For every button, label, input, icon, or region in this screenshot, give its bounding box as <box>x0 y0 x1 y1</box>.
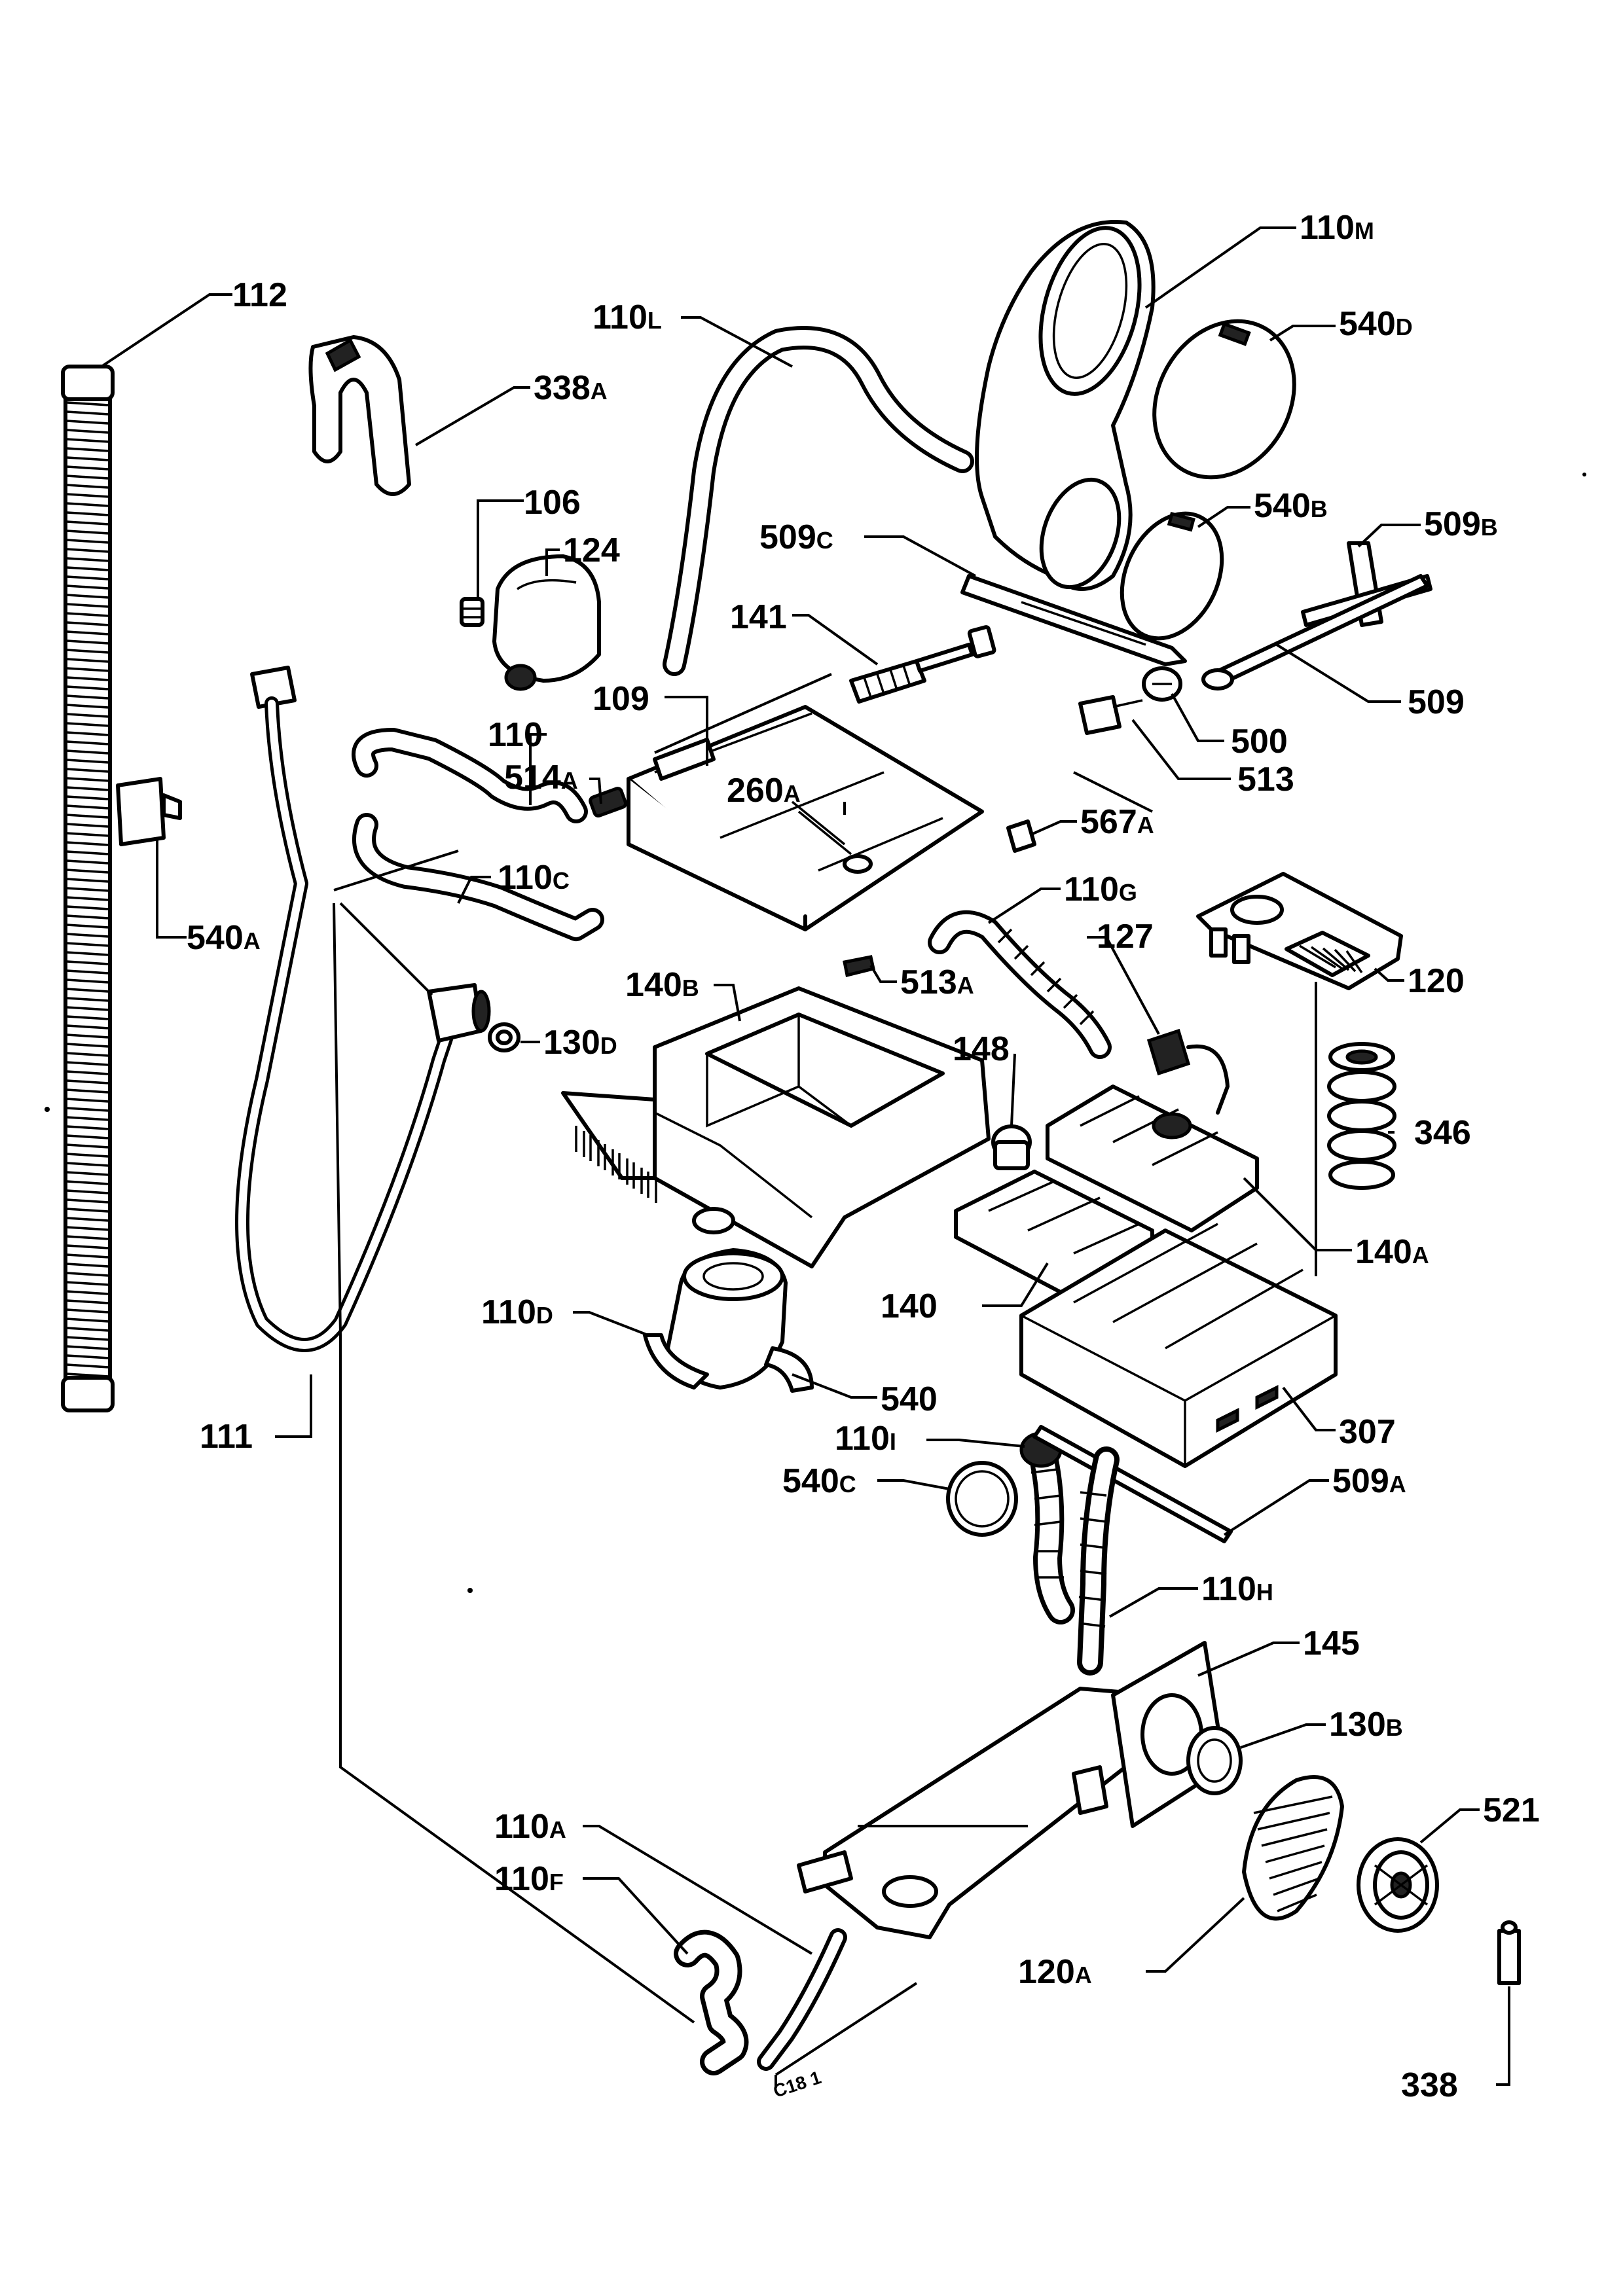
label-540b: 540B <box>1254 487 1328 525</box>
label-141: 141 <box>730 598 787 636</box>
clip-338 <box>1497 1920 1521 1985</box>
clip-513 <box>1078 695 1143 735</box>
knob-148 <box>991 1124 1032 1170</box>
dispenser-plate-109 <box>627 705 984 931</box>
hose-110c <box>352 813 604 941</box>
clamp-ring-540b <box>1120 511 1224 641</box>
label-540: 540 <box>881 1380 938 1418</box>
grille-120a <box>1242 1775 1344 1921</box>
label-110m: 110M <box>1300 209 1374 247</box>
rod-509 <box>1201 574 1429 691</box>
clamp-ring-540c <box>946 1461 1018 1537</box>
label-120: 120 <box>1408 962 1465 1000</box>
scan-dot <box>1582 473 1586 476</box>
hose-110i <box>1019 1431 1075 1624</box>
clip-540a <box>116 777 182 846</box>
label-509a: 509A <box>1332 1462 1406 1500</box>
clamp-ring-540d <box>1152 319 1296 480</box>
hose-110g <box>928 910 1112 1059</box>
scan-dot <box>45 1107 50 1112</box>
label-346: 346 <box>1414 1114 1471 1152</box>
label-521: 521 <box>1483 1791 1540 1829</box>
tab-513a <box>843 955 875 978</box>
scan-dot <box>467 1588 473 1593</box>
label-513: 513 <box>1237 761 1294 798</box>
hose-110f <box>674 1929 749 2075</box>
label-307: 307 <box>1339 1413 1396 1451</box>
label-109: 109 <box>593 680 649 718</box>
part-labels: 110M 540D 112 110L 338A 106 124 540B 509… <box>187 209 1540 2104</box>
label-140: 140 <box>881 1287 938 1325</box>
label-130d: 130D <box>543 1024 617 1062</box>
drawer-140a <box>1046 1085 1259 1232</box>
label-338a: 338A <box>534 369 608 407</box>
chute-110m <box>975 220 1156 591</box>
seal-ring-130d <box>488 1022 520 1052</box>
hose-110h <box>1077 1446 1120 1676</box>
drawer-housing-307 <box>1019 1223 1338 1468</box>
spring-pin-141 <box>849 625 996 704</box>
label-110a: 110A <box>494 1808 566 1846</box>
cap-124 <box>492 554 601 691</box>
label-110g: 110G <box>1064 870 1137 908</box>
label-338: 338 <box>1401 2066 1458 2104</box>
label-140a: 140A <box>1355 1233 1429 1271</box>
label-110h: 110H <box>1201 1570 1273 1608</box>
valve-127 <box>1146 1028 1230 1115</box>
label-127: 127 <box>1097 918 1154 956</box>
label-509c: 509C <box>759 518 833 556</box>
wheel-521 <box>1357 1837 1439 1933</box>
label-514a: 514A <box>504 759 578 797</box>
bolt-106 <box>460 597 484 627</box>
label-110: 110 <box>488 716 543 754</box>
label-124: 124 <box>563 531 620 569</box>
screw-500 <box>1142 666 1182 702</box>
label-110d: 110D <box>481 1293 553 1331</box>
label-513a: 513A <box>900 963 974 1001</box>
top-cover-120 <box>1196 872 1403 990</box>
hook-clamp-338a <box>308 335 411 496</box>
label-260a: 260A <box>727 772 801 810</box>
label-110i: 110I <box>835 1420 896 1458</box>
cable-111 <box>235 666 491 1352</box>
inlet-hose-112 <box>61 365 115 1412</box>
label-111: 111 <box>200 1418 253 1456</box>
label-112: 112 <box>232 276 287 314</box>
hose-110a <box>757 1928 847 2071</box>
label-567a: 567A <box>1080 803 1154 841</box>
rod-509a <box>1032 1425 1233 1543</box>
dispenser-housing-140b <box>561 986 991 1268</box>
hose-110l <box>663 326 974 676</box>
label-500: 500 <box>1231 723 1288 761</box>
tray-145 <box>797 1641 1226 1939</box>
label-110f: 110F <box>494 1860 564 1898</box>
clip-567a <box>1006 819 1036 853</box>
bracket-509c <box>960 574 1187 666</box>
label-509b: 509B <box>1424 505 1498 543</box>
pump-110d <box>643 1248 814 1393</box>
label-509: 509 <box>1408 683 1465 721</box>
seal-ring-130b <box>1186 1726 1243 1795</box>
label-540d: 540D <box>1339 305 1413 343</box>
label-120a: 120A <box>1018 1953 1092 1991</box>
label-140b: 140B <box>625 966 699 1004</box>
label-110c: 110C <box>498 859 570 897</box>
label-148: 148 <box>953 1030 1010 1068</box>
label-145: 145 <box>1303 1624 1360 1662</box>
label-540a: 540A <box>187 919 261 957</box>
connector-514a <box>589 787 628 818</box>
label-110l: 110L <box>593 298 662 336</box>
label-540c: 540C <box>782 1462 856 1500</box>
spring-346 <box>1327 1042 1396 1190</box>
label-130b: 130B <box>1329 1706 1403 1744</box>
leader-lines <box>100 226 1510 2086</box>
hose-110 <box>352 728 588 823</box>
assembly-frame-lines <box>333 673 1317 2088</box>
label-106: 106 <box>524 484 581 522</box>
